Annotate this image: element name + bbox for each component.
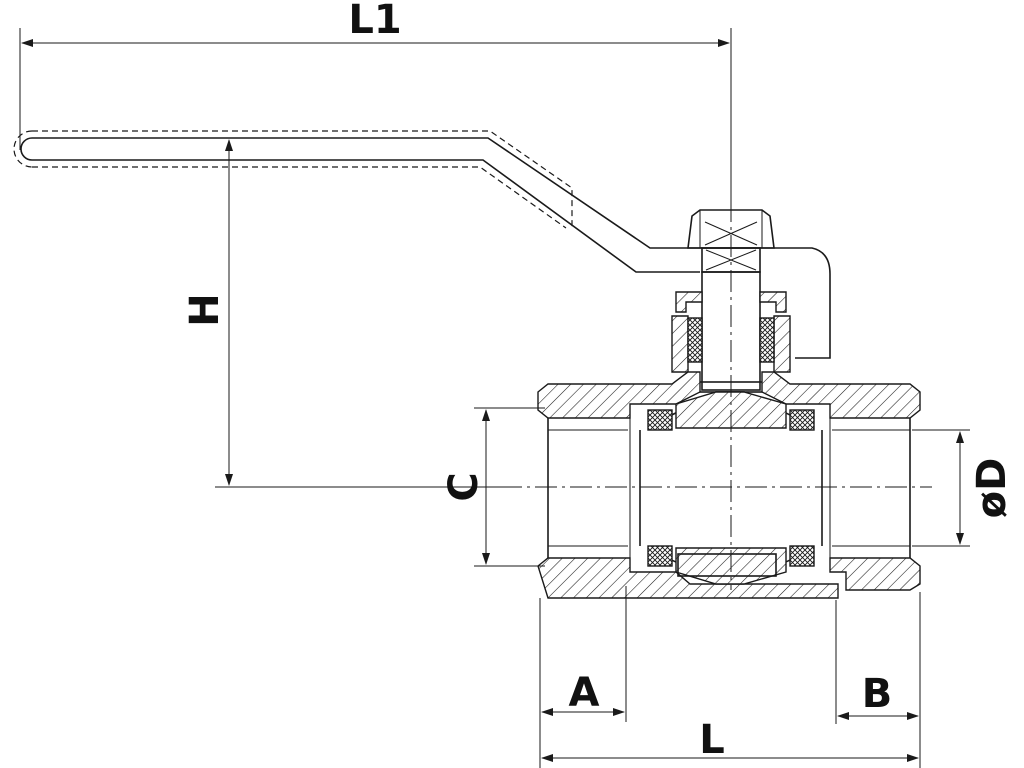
dimension-h: H (182, 137, 500, 488)
label-a: A (569, 670, 600, 716)
dimension-c: C (441, 407, 545, 567)
dimension-l1: L1 (19, 0, 732, 200)
lever-handle (13, 130, 831, 359)
dimension-a: A (539, 586, 627, 768)
stem-assembly (671, 209, 791, 411)
dimension-l: L (541, 717, 919, 763)
label-d: øD (969, 458, 1015, 519)
dimension-d: øD (912, 429, 1015, 547)
label-l: L (699, 717, 725, 763)
centerlines (500, 200, 932, 590)
label-c: C (441, 472, 487, 501)
label-h: H (182, 293, 228, 326)
label-l1: L1 (348, 0, 401, 43)
label-b: B (862, 671, 893, 717)
valve-body (537, 371, 921, 599)
dimension-b: B (835, 592, 921, 768)
